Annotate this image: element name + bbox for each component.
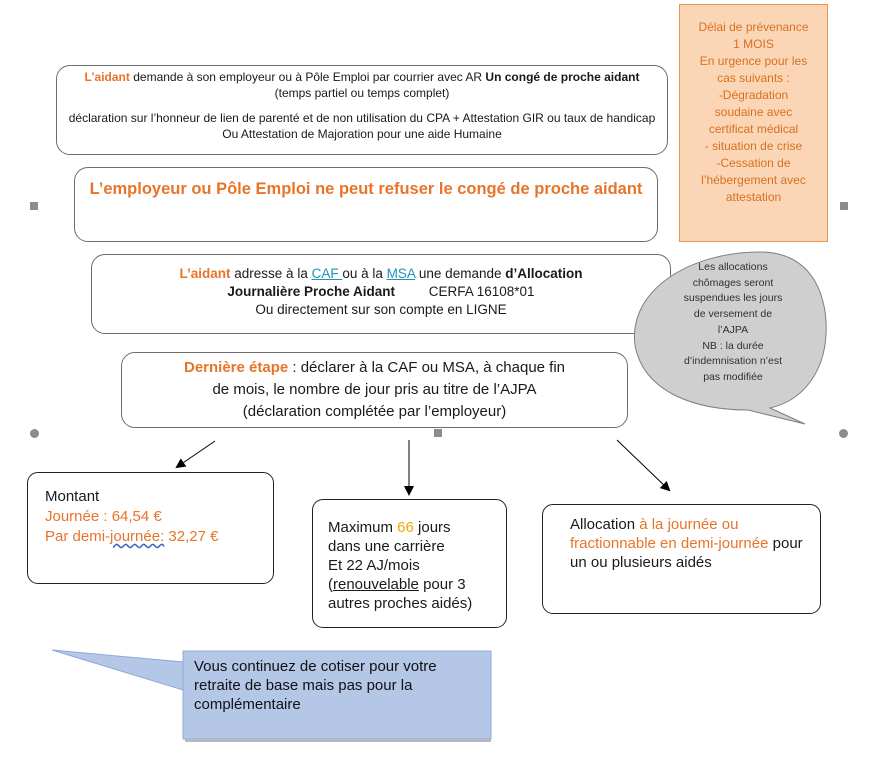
notice-line: Délai de prévenance bbox=[698, 20, 809, 34]
chomage-line: d’indemnisation n’est bbox=[683, 355, 783, 368]
notice-line: cas suivants : bbox=[717, 71, 790, 85]
step4-text1: : déclarer à la CAF ou MSA, à chaque fin bbox=[288, 359, 566, 376]
maximum-l4a: ( bbox=[328, 576, 333, 593]
step1-actor: L’aidant bbox=[84, 70, 130, 84]
notice-lines: Délai de prévenance 1 MOIS En urgence pour… bbox=[684, 19, 823, 206]
allocation-box: Allocation à la journée ou fractionnable… bbox=[542, 504, 821, 614]
chomage-line: pas modifiée bbox=[703, 370, 763, 383]
notice-line: -Cessation de bbox=[716, 156, 791, 170]
msa-link[interactable]: MSA bbox=[386, 266, 416, 281]
chomage-callout: Les allocations chômages seront suspendues… bbox=[658, 260, 808, 386]
step3-cerfa: CERFA 16108*01 bbox=[428, 284, 535, 299]
chomage-lines: Les allocations chômages seront suspendues… bbox=[658, 260, 808, 386]
amount-half-prefix: Par demi- bbox=[45, 528, 111, 545]
retraite-text: Vous continuez de cotiser pour votre ret… bbox=[194, 658, 437, 713]
notice-line: l’hébergement avec bbox=[701, 173, 806, 187]
step3-line3: Ou directement sur son compte en LIGNE bbox=[255, 302, 507, 317]
step4-line2: de mois, le nombre de jour pris au titre… bbox=[212, 381, 537, 398]
allocation-b: à la journée ou fractionnable en demi-jo… bbox=[570, 516, 769, 552]
step1-box: L’aidant demande à son employeur ou à Pô… bbox=[56, 65, 668, 155]
step3-box: L’aidant adresse à la CAF ou à la MSA un… bbox=[91, 254, 671, 334]
amount-box: Montant Journée : 64,54 € Par demi-journ… bbox=[27, 472, 274, 584]
maximum-line2: dans une carrière bbox=[328, 538, 445, 555]
step4-actor: Dernière étape bbox=[183, 359, 289, 376]
notice-line: 1 MOIS bbox=[733, 37, 774, 51]
step3-t2: ou à la bbox=[342, 266, 387, 281]
step3-bold1: d’Allocation bbox=[505, 266, 583, 281]
maximum-l1a: Maximum bbox=[328, 519, 398, 536]
selection-handle[interactable] bbox=[30, 429, 39, 438]
chomage-line: chômages seront bbox=[692, 276, 774, 289]
selection-handle[interactable] bbox=[434, 429, 442, 437]
step3-t1: adresse à la bbox=[230, 266, 312, 281]
maximum-box: Maximum 66 jours dans une carrière Et 22… bbox=[312, 499, 507, 628]
amount-half: Par demi-journée: 32,27 € bbox=[45, 527, 273, 547]
step2-text: L’employeur ou Pôle Emploi ne peut refus… bbox=[89, 180, 643, 198]
selection-handle[interactable] bbox=[840, 202, 848, 210]
amount-half-value: 32,27 € bbox=[164, 528, 219, 545]
step4-line1: Dernière étape : déclarer à la CAF ou MS… bbox=[128, 357, 621, 379]
chomage-line: suspendues les jours bbox=[683, 292, 783, 305]
notice-line: certificat médical bbox=[708, 122, 799, 136]
caf-link[interactable]: CAF bbox=[311, 266, 343, 281]
arrow-left bbox=[175, 440, 216, 469]
selection-handle[interactable] bbox=[839, 429, 848, 438]
step1-text: demande à son employeur ou à Pôle Emploi… bbox=[129, 70, 486, 84]
amount-title: Montant bbox=[45, 488, 100, 505]
notice-line: attestation bbox=[725, 190, 782, 204]
maximum-line3: Et 22 AJ/mois bbox=[328, 557, 420, 574]
step4-box: Dernière étape : déclarer à la CAF ou MS… bbox=[121, 352, 628, 428]
step4-line3: (déclaration complétée par l’employeur) bbox=[242, 403, 507, 420]
notice-callout: Délai de prévenance 1 MOIS En urgence pour… bbox=[679, 4, 828, 242]
maximum-l4b: pour 3 bbox=[418, 576, 466, 593]
step3-actor: L’aidant bbox=[179, 266, 231, 281]
step1-line2: déclaration sur l’honneur de lien de par… bbox=[68, 111, 656, 141]
step1-bold: Un congé de proche aidant bbox=[485, 70, 640, 84]
chomage-line: NB : la durée bbox=[702, 339, 764, 352]
step3-line1: L’aidant adresse à la CAF ou à la MSA un… bbox=[102, 265, 660, 283]
selection-handle[interactable] bbox=[30, 202, 38, 210]
maximum-renouvelable: renouvelable bbox=[333, 576, 419, 593]
step3-t3: une demande bbox=[415, 266, 506, 281]
maximum-line5: autres proches aidés) bbox=[328, 595, 473, 612]
maximum-line1: Maximum 66 jours bbox=[328, 518, 506, 537]
step1-tail: (temps partiel ou temps complet) bbox=[274, 86, 450, 100]
notice-line: En urgence pour les bbox=[699, 54, 808, 68]
amount-half-word: journée: bbox=[110, 528, 165, 545]
step3-bold2: Journalière Proche Aidant bbox=[227, 284, 395, 299]
chomage-line: Les allocations bbox=[698, 261, 768, 273]
amount-day: Journée : 64,54 € bbox=[45, 508, 162, 525]
notice-line: - situation de crise bbox=[704, 139, 803, 153]
allocation-c: pour un ou plusieurs aidés bbox=[570, 535, 803, 571]
notice-line: -Dégradation bbox=[718, 88, 789, 102]
allocation-a: Allocation bbox=[570, 516, 640, 533]
notice-line: soudaine avec bbox=[714, 105, 793, 119]
maximum-l1b: jours bbox=[413, 519, 451, 536]
step2-box: L’employeur ou Pôle Emploi ne peut refus… bbox=[74, 167, 658, 242]
retraite-callout: Vous continuez de cotiser pour votre ret… bbox=[194, 657, 484, 714]
step3-line2: Journalière Proche Aidant CERFA 16108*01 bbox=[102, 283, 660, 301]
arrow-right bbox=[616, 439, 671, 492]
step1-line1: L’aidant demande à son employeur ou à Pô… bbox=[65, 69, 659, 101]
chomage-line: l’AJPA bbox=[717, 323, 749, 336]
maximum-days: 66 bbox=[397, 519, 414, 536]
maximum-line4: (renouvelable pour 3 bbox=[328, 575, 506, 594]
chomage-line: de versement de bbox=[693, 308, 773, 321]
